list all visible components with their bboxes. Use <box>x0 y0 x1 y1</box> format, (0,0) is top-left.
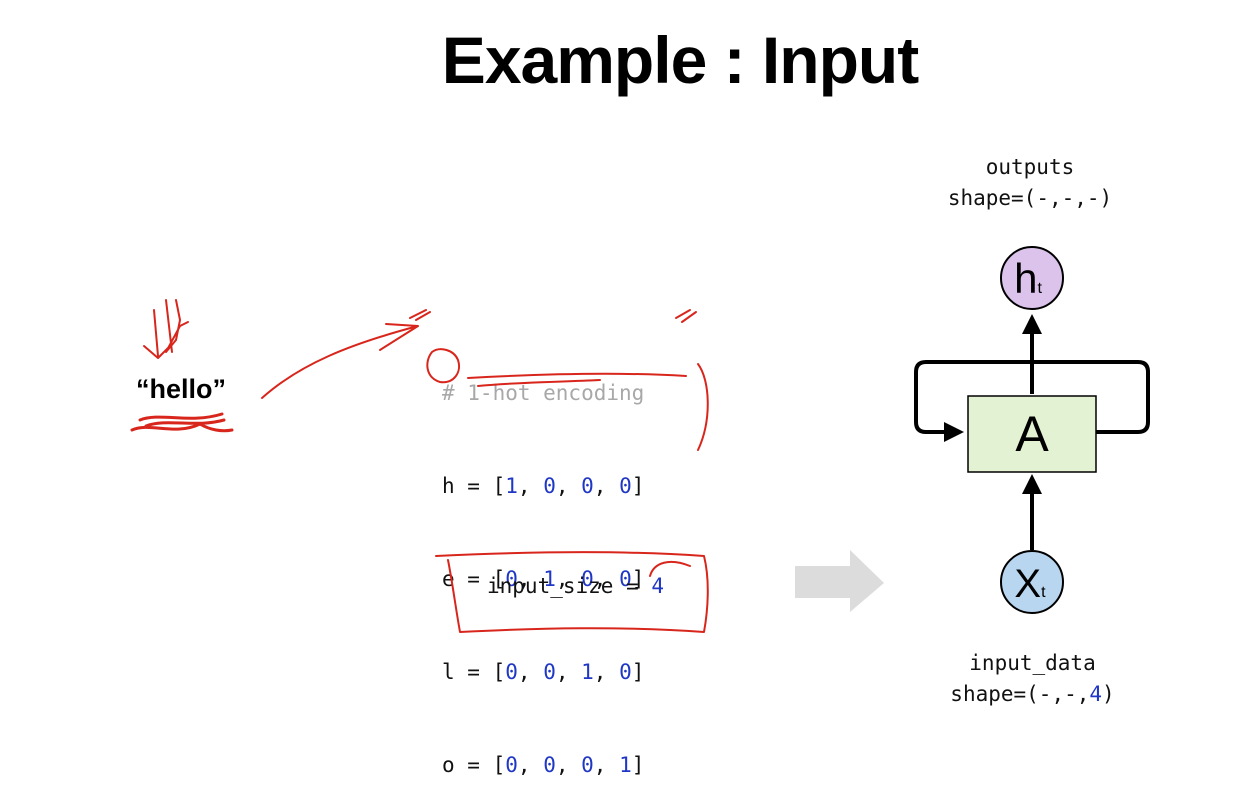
row-char: o <box>442 753 455 777</box>
diagram-canvas: A ht Xt <box>130 246 1150 633</box>
bit: 0 <box>619 660 632 684</box>
input-data-label: input_data <box>969 651 1096 675</box>
output-node <box>1000 246 1064 310</box>
bit: 0 <box>543 660 556 684</box>
hand-annotations <box>130 299 709 633</box>
hello-scribble <box>130 412 234 433</box>
code-comment: # 1-hot encoding <box>442 381 645 405</box>
outputs-shape: shape=(-,-,-) <box>947 186 1113 210</box>
bit: 0 <box>619 474 632 498</box>
down-arrow-annotation <box>143 299 189 359</box>
rnn-diagram: A ht Xt <box>914 246 1150 614</box>
input-size-label: input_size = <box>487 574 652 598</box>
input-data-shape: shape=(-,-,4) <box>950 682 1115 706</box>
bit: 0 <box>581 567 594 591</box>
input-size-line: input_size = 4 <box>487 574 664 598</box>
rnn-cell <box>967 395 1097 473</box>
row-underline-annotation <box>467 372 687 387</box>
bit: 0 <box>581 474 594 498</box>
input-node <box>1000 550 1064 614</box>
input-node-label: Xt <box>1014 562 1046 606</box>
bit: 0 <box>505 567 518 591</box>
rnn-cell-label: A <box>1015 406 1049 462</box>
bit: 0 <box>505 660 518 684</box>
bit: 0 <box>581 753 594 777</box>
bit: 0 <box>543 753 556 777</box>
code-row-l: l = [0, 0, 1, 0] <box>442 660 645 684</box>
row-char: h <box>442 474 455 498</box>
input-size-box-annotation <box>435 551 709 633</box>
code-row-o: o = [0, 0, 0, 1] <box>442 753 645 777</box>
code-row-h: h = [1, 0, 0, 0] <box>442 474 645 498</box>
h-circle-annotation <box>426 348 460 384</box>
bit: 1 <box>543 567 556 591</box>
recurrent-loop-left <box>914 360 1032 442</box>
bit: 1 <box>505 474 518 498</box>
quote-marks-annotation <box>675 309 697 323</box>
slide-title: Example : Input <box>441 23 919 97</box>
input-data-caption: input_data shape=(-,-,4) <box>930 648 1135 710</box>
bit: 0 <box>619 567 632 591</box>
input-size-value: 4 <box>651 574 665 598</box>
input-shape-value: 4 <box>1089 682 1103 706</box>
flow-arrow-icon <box>795 550 884 612</box>
hello-word: “hello” <box>136 374 227 404</box>
outputs-label: outputs <box>985 155 1075 179</box>
pointing-arrow-annotation <box>261 309 431 399</box>
bit: 0 <box>505 753 518 777</box>
bit: 0 <box>543 474 556 498</box>
row-char: l <box>442 660 455 684</box>
bit: 1 <box>619 753 632 777</box>
output-node-label: ht <box>1014 255 1042 302</box>
outputs-caption: outputs shape=(-,-,-) <box>940 152 1120 214</box>
bit: 1 <box>581 660 594 684</box>
recurrent-loop-right <box>1032 360 1150 434</box>
bracket-annotation <box>697 363 709 451</box>
